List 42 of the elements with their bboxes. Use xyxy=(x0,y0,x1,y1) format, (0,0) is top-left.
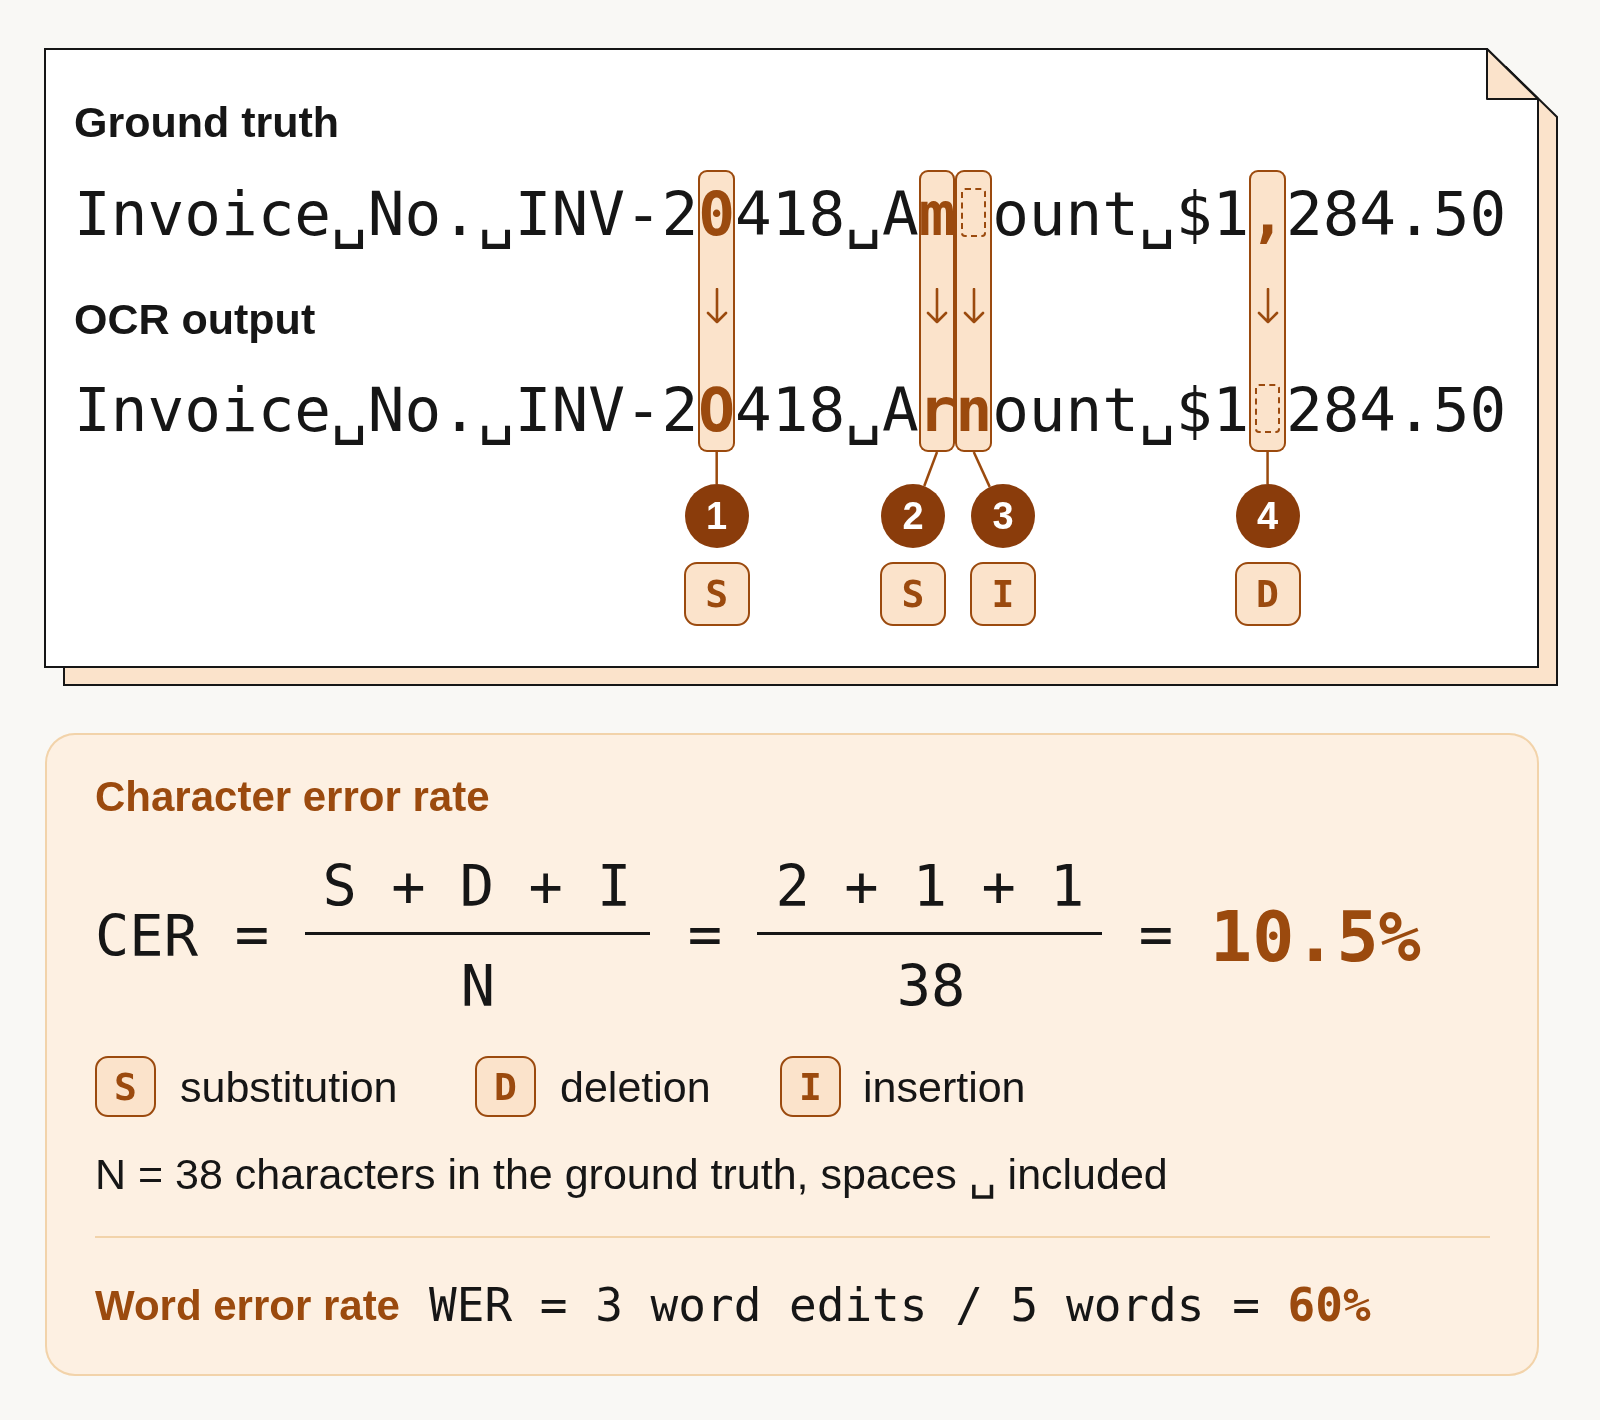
result-value: 10.5% xyxy=(1210,901,1421,972)
ground-truth-text: 284.50 xyxy=(1285,183,1507,245)
section-heading: Character error rate xyxy=(95,776,490,819)
legend-text: deletion xyxy=(560,1065,711,1109)
formula-panel xyxy=(45,733,1539,1376)
error-type-tag: D xyxy=(1234,562,1301,626)
highlight-column xyxy=(918,170,956,452)
ocr-output-text: 284.50 xyxy=(1285,379,1507,441)
legend-tag: D xyxy=(475,1056,536,1117)
formula-operator: = xyxy=(1138,905,1174,963)
changed-character: r xyxy=(918,379,956,441)
row-heading: OCR output xyxy=(74,297,316,341)
highlight-column xyxy=(955,170,993,452)
document-card xyxy=(44,48,1539,668)
formula-numerator: 2 + 1 + 1 xyxy=(775,857,1085,915)
changed-character: n xyxy=(955,379,993,441)
row-heading: Ground truth xyxy=(74,100,340,144)
changed-character: m xyxy=(918,183,956,245)
legend-tag: I xyxy=(780,1056,841,1117)
leader-line xyxy=(923,451,939,487)
formula-numerator: S + D + I xyxy=(322,857,632,915)
formula-term: CER xyxy=(95,907,198,965)
wer-formula: WER = 3 word edits / 5 words = 60% xyxy=(429,1282,1371,1329)
leader-line xyxy=(972,451,991,488)
formula-denominator: N xyxy=(460,957,496,1015)
formula-operator: = xyxy=(234,905,270,963)
error-type-tag: S xyxy=(683,562,750,626)
legend-tag: S xyxy=(95,1056,156,1117)
error-type-tag: S xyxy=(880,562,946,626)
leader-line xyxy=(715,452,718,484)
changed-character: O xyxy=(698,379,736,441)
highlight-column xyxy=(1249,170,1286,452)
formula-operator: = xyxy=(687,905,723,963)
error-type-tag: I xyxy=(970,562,1036,626)
leader-line xyxy=(1266,452,1269,484)
legend-text: substitution xyxy=(180,1065,398,1109)
changed-character: 0 xyxy=(698,183,736,245)
highlight-column xyxy=(698,170,736,452)
changed-character: , xyxy=(1249,183,1286,245)
section-heading: Word error rate xyxy=(95,1285,400,1328)
formula-denominator: 38 xyxy=(896,957,966,1015)
legend-text: insertion xyxy=(863,1065,1026,1109)
